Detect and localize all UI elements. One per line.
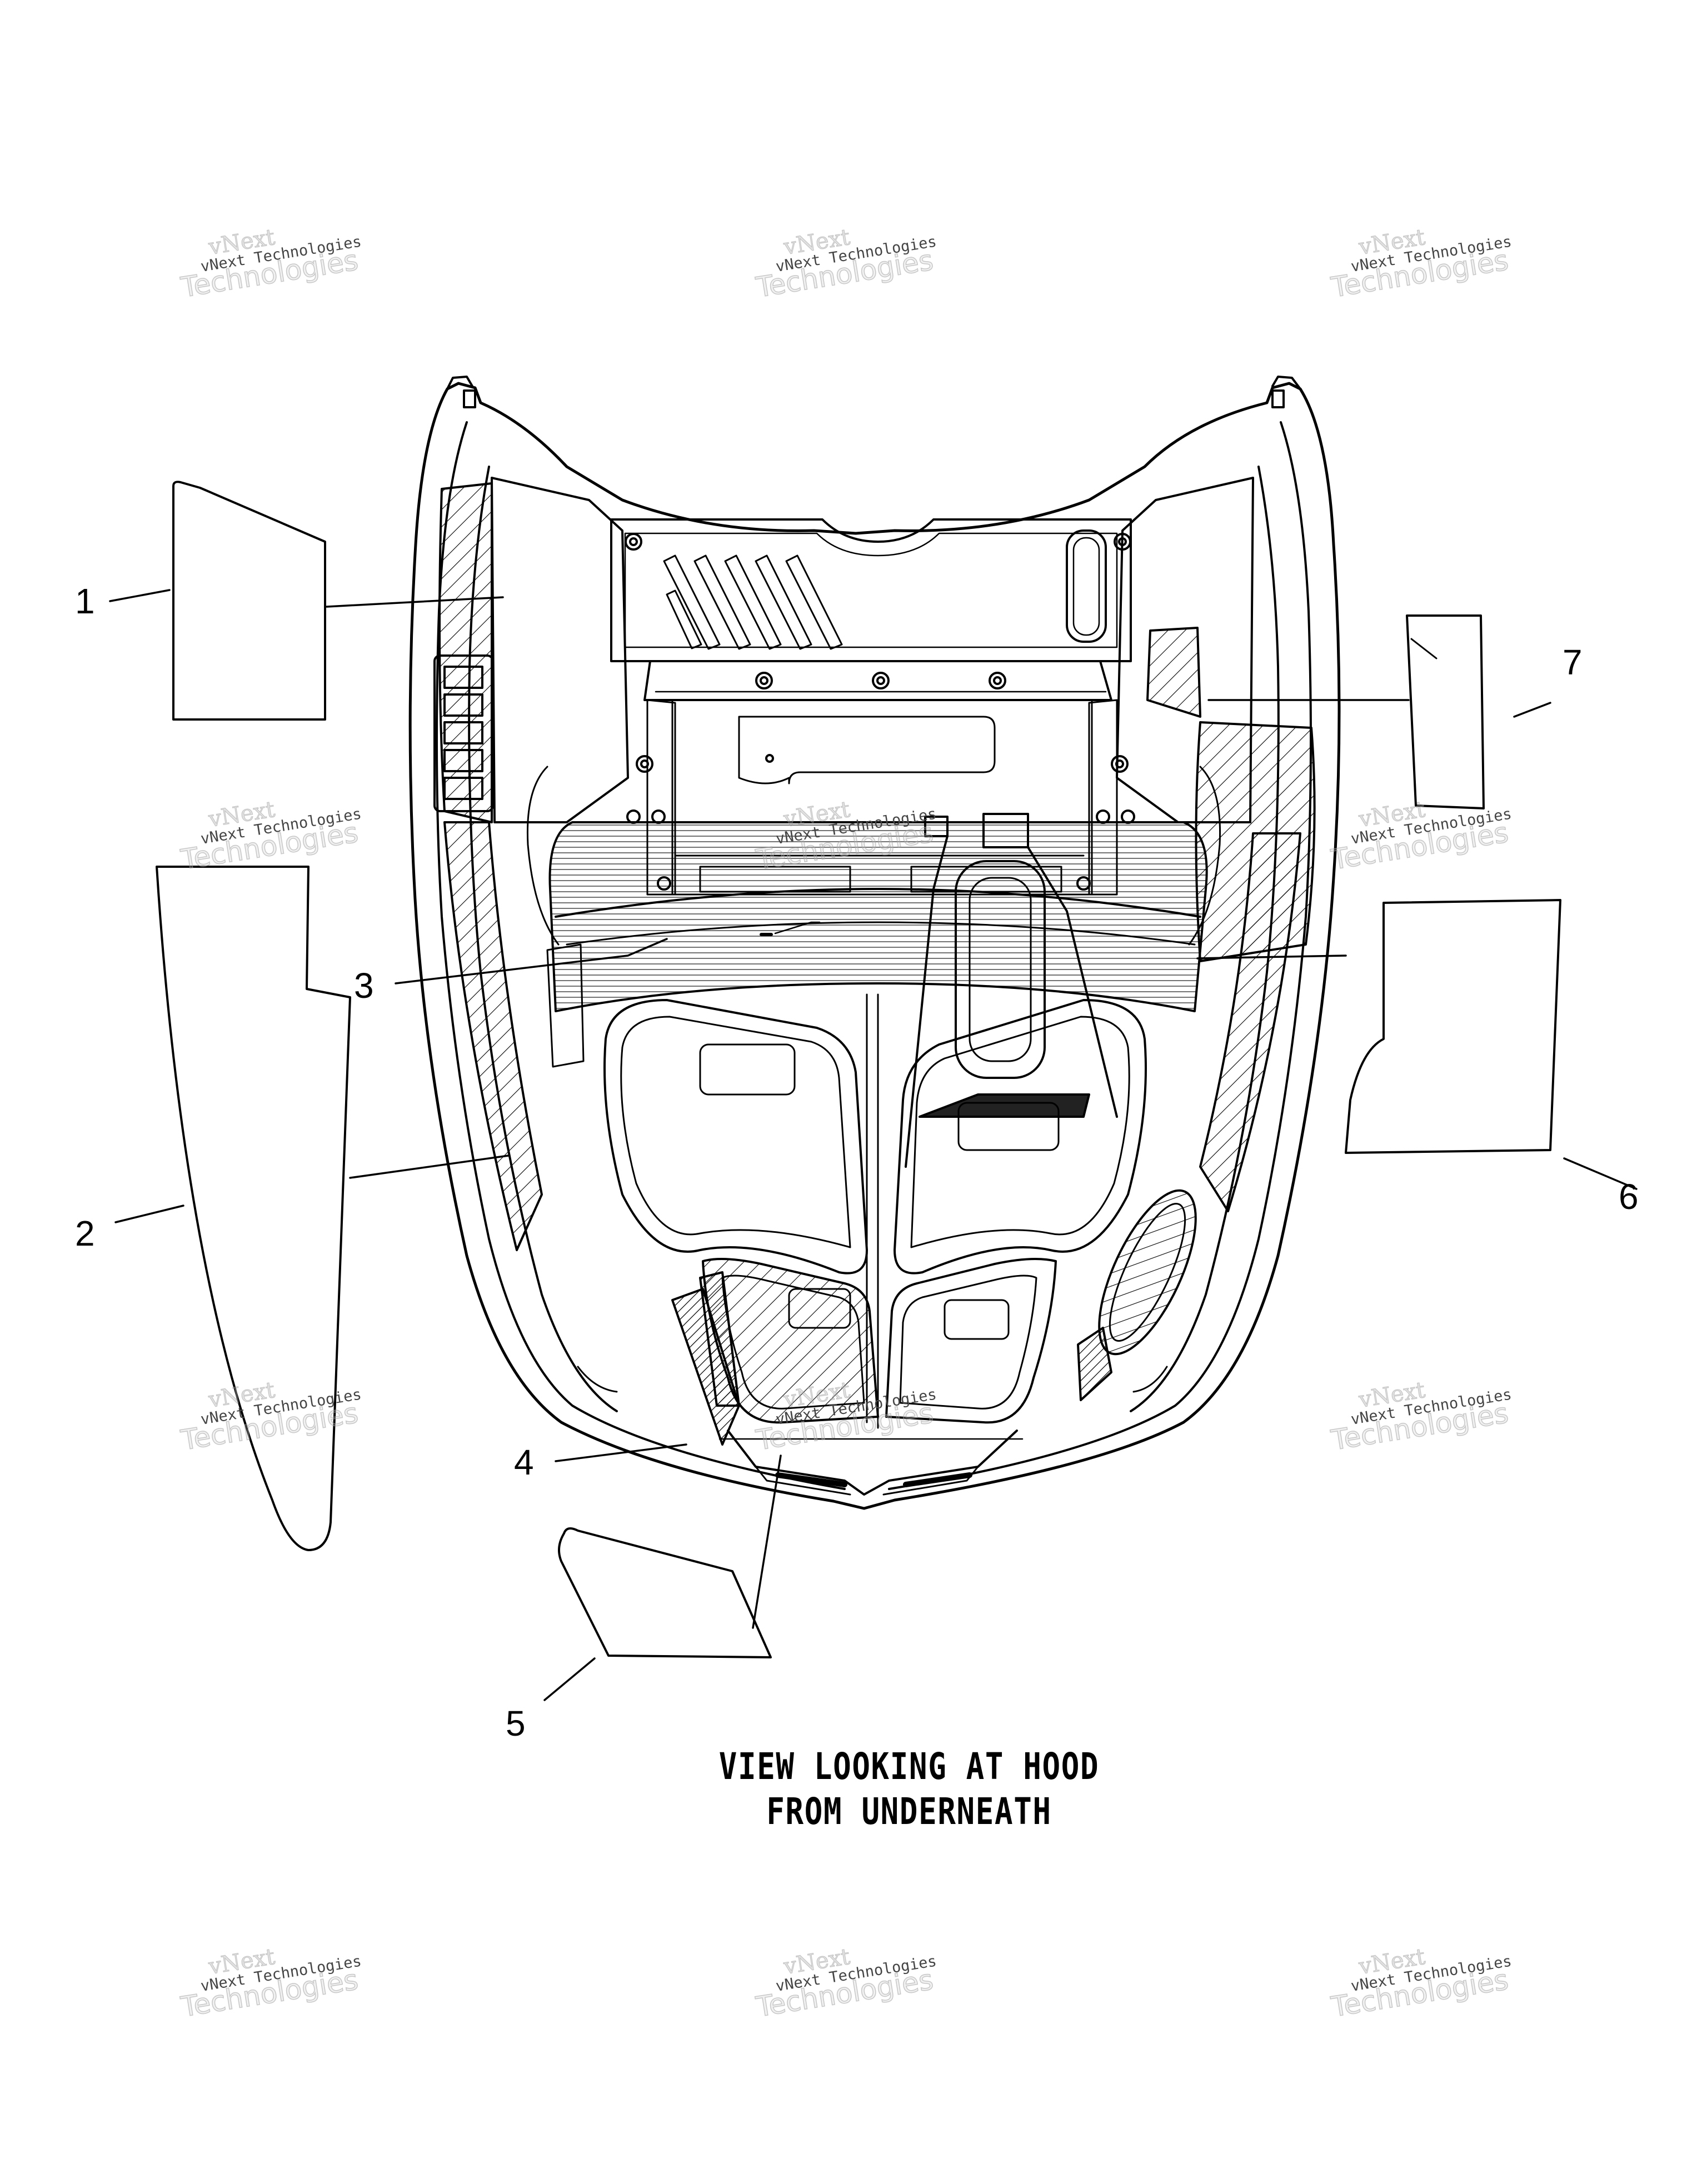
callout-4: 4 (514, 1442, 534, 1482)
caption-line-1: VIEW LOOKING AT HOOD (718, 1745, 1100, 1788)
callout-6: 6 (1619, 1177, 1639, 1217)
decal-2 (156, 866, 351, 1551)
vent-upper-left (603, 999, 868, 1275)
view-caption: VIEW LOOKING AT HOOD FROM UNDERNEATH (636, 1745, 1182, 1834)
vent-lower-right (885, 1258, 1057, 1424)
vent-upper-right (894, 999, 1147, 1275)
callout-7: 7 (1563, 642, 1583, 682)
hood-outer (408, 382, 1341, 1510)
decal-6 (1345, 899, 1561, 1154)
callout-3: 3 (354, 966, 374, 1006)
decal-7 (1406, 614, 1485, 809)
callout-1: 1 (75, 581, 95, 621)
decal-1 (172, 481, 326, 721)
callout-2: 2 (75, 1213, 95, 1253)
decal-5 (558, 1527, 772, 1658)
caption-line-2: FROM UNDERNEATH (766, 1790, 1052, 1833)
callout-5: 5 (506, 1703, 526, 1743)
